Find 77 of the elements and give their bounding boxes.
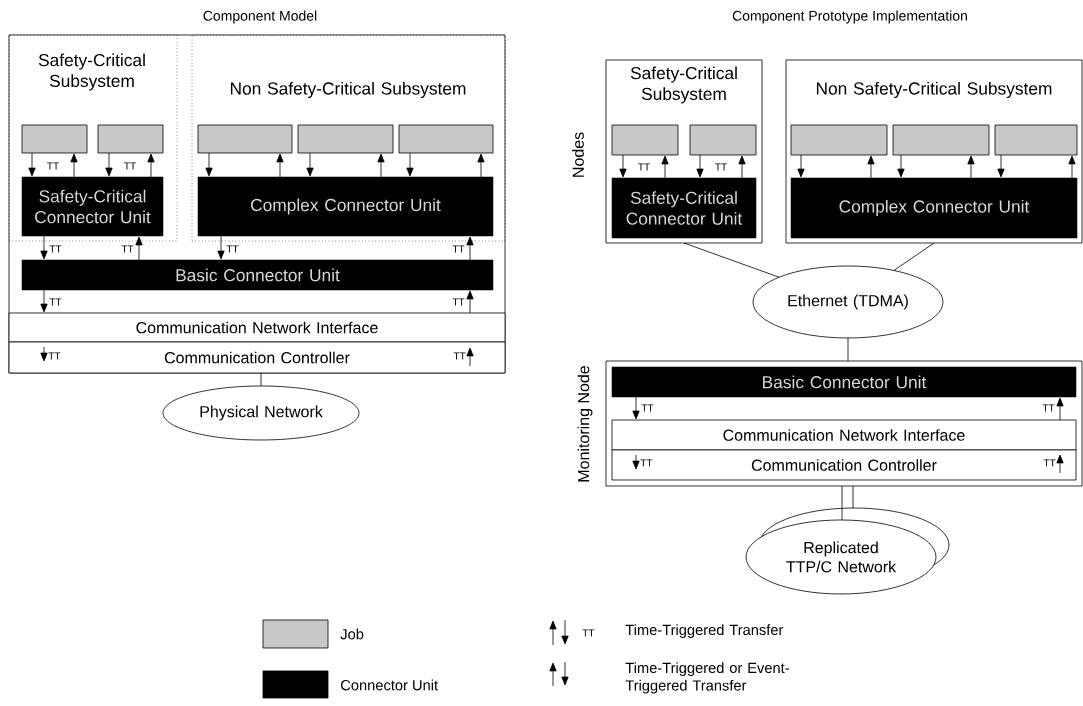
job-box	[994, 124, 1078, 156]
heading: Component Prototype Implementation	[732, 10, 967, 24]
connector-unit-box: Safety-Critical Connector Unit	[21, 176, 164, 237]
job-box	[790, 124, 888, 156]
edge-label: TT	[120, 244, 135, 254]
tt-label: TT	[453, 352, 466, 360]
arrow	[738, 155, 746, 179]
heading: Component Model	[203, 10, 317, 24]
tt-label: TT	[1043, 459, 1056, 467]
connector-line	[852, 485, 854, 509]
arrow	[406, 152, 414, 177]
edge-label: TT	[45, 161, 61, 171]
job-box	[892, 124, 990, 156]
arrow	[967, 155, 975, 179]
arrow	[696, 154, 704, 178]
side-label: Nodes	[572, 132, 584, 177]
job-box	[97, 124, 164, 154]
tt-label: TT	[48, 352, 61, 360]
arrow	[466, 236, 474, 261]
connector-unit-box: Complex Connector Unit	[197, 176, 494, 237]
legend-label: Time-Triggered Transfer	[625, 624, 784, 638]
legend-label: Job	[340, 628, 364, 640]
arrow	[1068, 155, 1076, 179]
arrow	[70, 153, 78, 178]
layer-box: Communication Network Interface	[8, 312, 506, 343]
arrow	[276, 153, 284, 178]
connector-line	[847, 337, 849, 362]
connector-line	[260, 372, 262, 387]
arrow	[377, 153, 385, 178]
arrow	[619, 154, 627, 178]
connector-unit-box: Complex Connector Unit	[790, 177, 1078, 239]
connector-line	[683, 242, 780, 278]
edge-label: TT	[451, 244, 466, 254]
node-label: Monitoring Node	[577, 366, 593, 482]
edge-label: TT	[640, 403, 655, 413]
edge-label: TT	[122, 161, 138, 171]
edge-label: TT	[48, 297, 63, 307]
arrow	[632, 396, 640, 420]
arrow	[867, 155, 875, 179]
edge-label: TT	[451, 297, 466, 307]
job-box	[398, 124, 494, 154]
edge-label: TT	[1041, 403, 1056, 413]
connector-unit-box: Safety-Critical Connector Unit	[611, 177, 757, 239]
arrow	[135, 236, 143, 261]
job-box	[21, 124, 88, 154]
arrow	[466, 290, 474, 314]
connector-unit-box: Basic Connector Unit	[611, 366, 1077, 398]
arrow	[205, 152, 213, 177]
tt-label: TT	[640, 459, 653, 467]
legend-label: Connector Unit	[341, 679, 438, 691]
arrow	[105, 152, 113, 177]
arrow	[897, 154, 905, 178]
arrow	[997, 154, 1005, 178]
job-box	[689, 124, 757, 156]
edge-label: TT	[48, 244, 63, 254]
legend-label: Time-Triggered or Event-Triggered Transfer	[625, 662, 789, 694]
arrow	[28, 152, 36, 177]
arrow	[306, 152, 314, 177]
edge-label: TT	[636, 162, 652, 172]
connector-line	[893, 242, 935, 271]
connector-unit-box: Basic Connector Unit	[21, 259, 494, 291]
arrow	[40, 235, 48, 260]
arrow	[477, 153, 485, 178]
arrow	[217, 235, 225, 260]
arrow	[40, 289, 48, 313]
tt-label: TT	[582, 629, 595, 637]
job-box	[197, 124, 293, 154]
layer-box: Communication Network Interface	[611, 419, 1077, 451]
edge-label: TT	[713, 162, 729, 172]
job-box	[297, 124, 394, 154]
job-box	[611, 124, 679, 156]
arrow	[797, 154, 805, 178]
arrow	[1056, 397, 1064, 421]
edge-label: TT	[225, 244, 240, 254]
connector-line	[841, 485, 843, 521]
arrow	[661, 155, 669, 179]
arrow	[147, 153, 155, 178]
